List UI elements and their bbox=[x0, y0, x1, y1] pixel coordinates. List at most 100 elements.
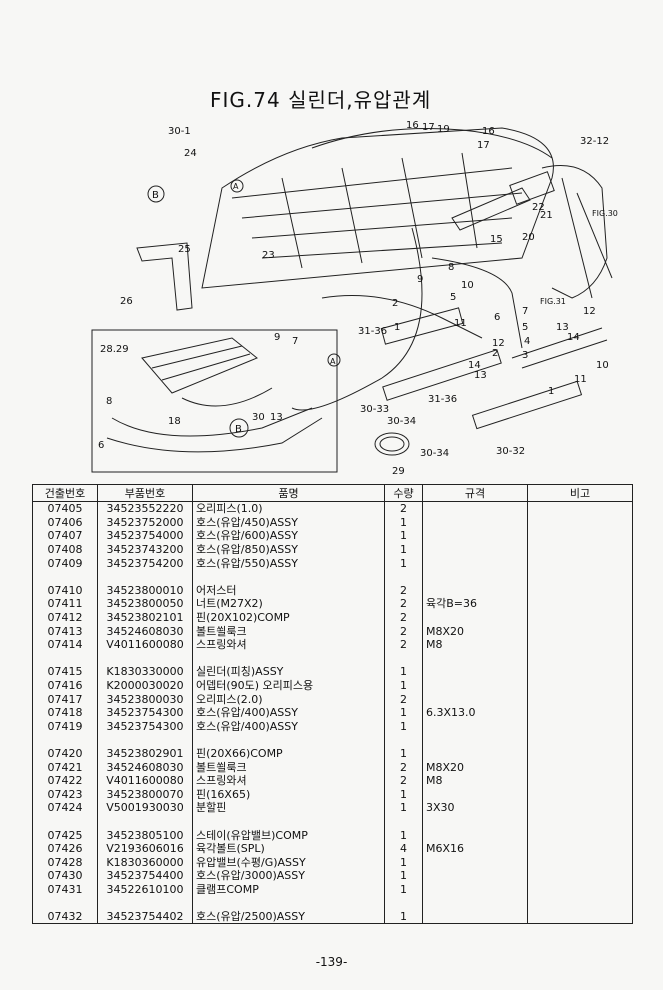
part-no-cell: V5001930030 bbox=[97, 801, 193, 815]
spec-cell: M8X20 bbox=[422, 760, 528, 774]
part-name-cell bbox=[192, 896, 385, 910]
spec-cell: 육각B=36 bbox=[422, 597, 528, 611]
remarks-cell bbox=[527, 841, 633, 856]
remarks-cell bbox=[527, 665, 633, 679]
svg-text:18: 18 bbox=[168, 416, 181, 427]
item-no-cell: 07426 bbox=[32, 841, 98, 856]
parts-diagram: 30-1 24 16 17 19 16 17 32-12 B A 25 26 2… bbox=[91, 120, 618, 477]
svg-text:30-33: 30-33 bbox=[360, 404, 389, 415]
item-no-cell: 07432 bbox=[32, 909, 98, 925]
svg-text:24: 24 bbox=[184, 148, 197, 159]
svg-text:16: 16 bbox=[406, 120, 419, 131]
svg-text:30-34: 30-34 bbox=[387, 416, 416, 427]
item-no-cell: 07425 bbox=[32, 828, 98, 842]
svg-text:11: 11 bbox=[454, 318, 467, 329]
spec-cell bbox=[422, 814, 528, 829]
part-no-cell: 34523802101 bbox=[97, 610, 193, 625]
part-name-cell bbox=[192, 814, 385, 829]
qty-cell: 1 bbox=[384, 515, 423, 530]
part-name-cell bbox=[192, 569, 385, 584]
svg-text:10: 10 bbox=[461, 280, 474, 291]
table-header-row: 건출번호 부품번호 품명 수량 규격 비고 bbox=[32, 484, 633, 502]
spec-cell bbox=[422, 515, 528, 530]
spec-cell: 6.3X13.0 bbox=[422, 705, 528, 720]
qty-cell bbox=[384, 814, 423, 829]
part-name-cell: 호스(유압/400)ASSY bbox=[192, 719, 385, 734]
qty-cell: 1 bbox=[384, 855, 423, 870]
part-name-cell: 호스(유압/450)ASSY bbox=[192, 515, 385, 530]
svg-text:6: 6 bbox=[494, 312, 500, 323]
remarks-cell bbox=[527, 556, 633, 570]
qty-cell: 2 bbox=[384, 692, 423, 706]
spec-cell bbox=[422, 746, 528, 761]
remarks-cell bbox=[527, 515, 633, 530]
part-no-cell: K1830360000 bbox=[97, 855, 193, 870]
part-no-cell: K2000030020 bbox=[97, 678, 193, 693]
svg-text:3: 3 bbox=[522, 350, 528, 361]
spec-cell bbox=[422, 855, 528, 870]
remarks-cell bbox=[527, 787, 633, 802]
item-no-cell: 07417 bbox=[32, 692, 98, 706]
part-name-cell: 스프링와셔 bbox=[192, 773, 385, 788]
table-row bbox=[32, 814, 633, 829]
header-qty: 수량 bbox=[384, 484, 423, 502]
qty-cell: 1 bbox=[384, 542, 423, 557]
svg-text:2: 2 bbox=[392, 298, 398, 309]
remarks-cell bbox=[527, 814, 633, 829]
part-name-cell: 실린더(피칭)ASSY bbox=[192, 665, 385, 679]
remarks-cell bbox=[527, 760, 633, 774]
remarks-cell bbox=[527, 882, 633, 897]
svg-text:30-1: 30-1 bbox=[168, 126, 191, 137]
qty-cell: 1 bbox=[384, 719, 423, 734]
svg-text:16: 16 bbox=[482, 126, 495, 137]
item-no-cell bbox=[32, 569, 98, 584]
part-name-cell: 클램프COMP bbox=[192, 882, 385, 897]
svg-text:14: 14 bbox=[468, 360, 481, 371]
svg-text:13: 13 bbox=[556, 322, 569, 333]
qty-cell: 1 bbox=[384, 529, 423, 543]
part-no-cell: 34523743200 bbox=[97, 542, 193, 557]
spec-cell bbox=[422, 569, 528, 584]
svg-text:9: 9 bbox=[417, 274, 423, 285]
item-no-cell: 07408 bbox=[32, 542, 98, 557]
spec-cell: M8 bbox=[422, 637, 528, 652]
header-item-no: 건출번호 bbox=[32, 484, 98, 502]
svg-text:1: 1 bbox=[394, 322, 400, 333]
svg-text:30: 30 bbox=[252, 412, 265, 423]
part-name-cell: 유압밸브(수평/G)ASSY bbox=[192, 855, 385, 870]
svg-text:13: 13 bbox=[474, 370, 487, 381]
part-no-cell bbox=[97, 733, 193, 747]
remarks-cell bbox=[527, 855, 633, 870]
remarks-cell bbox=[527, 610, 633, 625]
svg-text:B: B bbox=[152, 190, 159, 201]
part-name-cell bbox=[192, 651, 385, 666]
header-part-name: 품명 bbox=[192, 484, 385, 502]
part-no-cell: 34523752000 bbox=[97, 515, 193, 530]
remarks-cell bbox=[527, 583, 633, 598]
svg-text:12: 12 bbox=[492, 338, 505, 349]
qty-cell: 1 bbox=[384, 801, 423, 815]
part-no-cell: 34523754400 bbox=[97, 869, 193, 883]
part-no-cell: 34523552220 bbox=[97, 501, 193, 516]
page-number: -139- bbox=[315, 955, 348, 969]
qty-cell bbox=[384, 651, 423, 666]
figure-title: FIG.74 실린더,유압관계 bbox=[210, 88, 432, 112]
remarks-cell bbox=[527, 773, 633, 788]
qty-cell: 4 bbox=[384, 841, 423, 856]
svg-text:26: 26 bbox=[120, 296, 133, 307]
qty-cell: 1 bbox=[384, 678, 423, 693]
qty-cell: 1 bbox=[384, 828, 423, 842]
remarks-cell bbox=[527, 746, 633, 761]
